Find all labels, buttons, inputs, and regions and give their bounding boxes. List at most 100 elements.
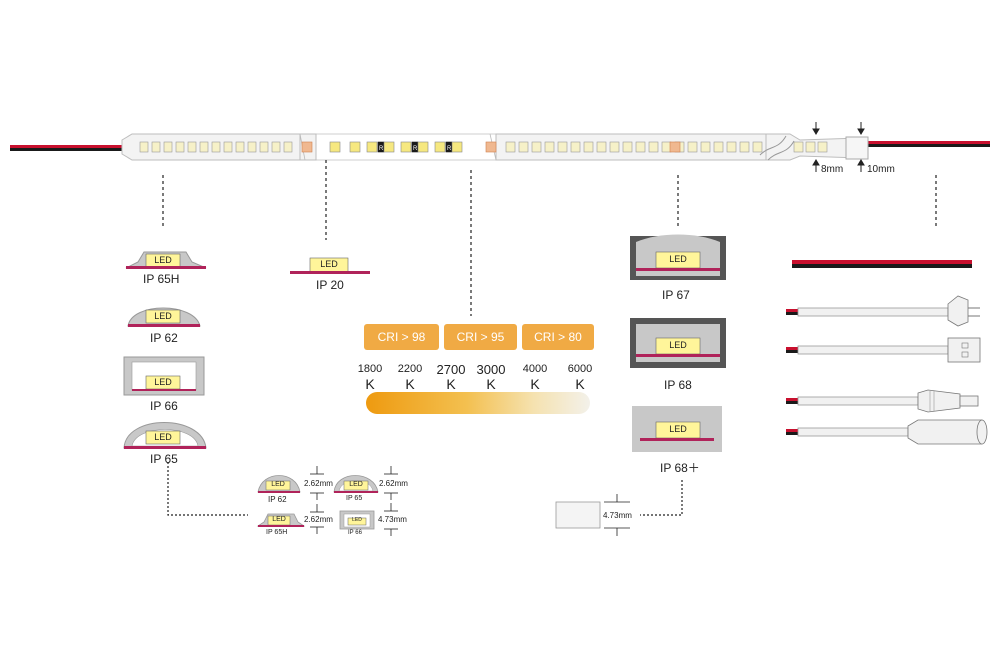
- led-chip: [235, 141, 245, 153]
- led-chip: [247, 141, 257, 153]
- detail-ip62-shape: [257, 466, 324, 500]
- strip-height-dimension: 8mm: [821, 164, 844, 175]
- profile-ip20-label: IP 20: [316, 278, 344, 292]
- detail-ip66-label: IP 66: [348, 530, 362, 536]
- led-chip: [609, 141, 620, 153]
- cri-badge-80: CRI > 80: [522, 324, 594, 350]
- detail-ip65-dimension: 2.62mm: [379, 479, 408, 488]
- led-chip: [726, 141, 737, 153]
- cri-badge-95: CRI > 95: [444, 324, 517, 350]
- profile-ip65-led-text: LED: [154, 432, 172, 442]
- profile-ip66-shape: [123, 356, 205, 396]
- led-chip: [531, 141, 542, 153]
- profile-ip65h-shape: [125, 251, 207, 269]
- led-chip: [163, 141, 173, 153]
- detail-ip62-label: IP 62: [268, 495, 287, 504]
- option-bare-wires: [792, 260, 972, 268]
- detail-ip65-led-text: LED: [349, 481, 363, 488]
- profile-ip62-shape: [127, 307, 201, 327]
- led-chip: [223, 141, 233, 153]
- led-chip: [648, 141, 659, 153]
- led-chip: [485, 141, 497, 153]
- cri-badge-98: CRI > 98: [364, 324, 439, 350]
- profile-ip68plus-led-text: LED: [669, 424, 687, 434]
- profile-ip65-label: IP 65: [150, 452, 178, 466]
- profile-ip68-led-text: LED: [669, 340, 687, 350]
- option-2pin-male-connector: [786, 295, 980, 327]
- led-chip: [713, 141, 724, 153]
- detail-ip65-shape: [333, 466, 398, 500]
- led-chip: [544, 141, 555, 153]
- led-chip: [622, 141, 633, 153]
- profile-ip20-led-text: LED: [320, 259, 338, 269]
- led-chip: [417, 141, 429, 153]
- detail-ip65-label: IP 65: [346, 495, 363, 502]
- detail-ip65h-label: IP 65H: [266, 529, 288, 536]
- led-chip: [271, 141, 281, 153]
- resistor-marker: R: [447, 146, 452, 152]
- strip-width-dimension: 10mm: [867, 164, 895, 175]
- profile-ip20-shape: [290, 257, 370, 274]
- detail-ip66-led-text: LED: [352, 517, 362, 523]
- resistor-marker: R: [379, 146, 384, 152]
- led-chip: [805, 141, 816, 153]
- profile-ip66-label: IP 66: [150, 399, 178, 413]
- dotted-connectors: [167, 462, 683, 516]
- led-chip: [151, 141, 161, 153]
- led-chip: [349, 141, 361, 153]
- detail-ip66-shape: [339, 503, 398, 536]
- led-chip: [187, 141, 197, 153]
- led-chip: [383, 141, 395, 153]
- led-chip: [596, 141, 607, 153]
- led-chip: [793, 141, 804, 153]
- dashed-connectors: [162, 160, 937, 316]
- profile-ip62-led-text: LED: [154, 311, 172, 321]
- strip-dimension-marks: [812, 122, 865, 172]
- led-chip: [505, 141, 516, 153]
- profile-ip65h-label: IP 65H: [143, 272, 180, 286]
- led-chip: [687, 141, 698, 153]
- profile-ip65-shape: [123, 422, 207, 449]
- led-chip: [283, 141, 293, 153]
- profile-ip67-shape: [630, 234, 726, 280]
- option-dc-female-jack: [786, 419, 988, 445]
- profile-ip68-shape: [630, 318, 726, 368]
- led-chip: [817, 141, 828, 153]
- led-chip: [700, 141, 711, 153]
- resistor-marker: R: [413, 146, 418, 152]
- led-chip: [199, 141, 209, 153]
- detail-ip68plus-shape: [555, 494, 630, 536]
- led-chip: [259, 141, 269, 153]
- led-chip: [434, 141, 446, 153]
- led-chip: [739, 141, 750, 153]
- led-chip: [661, 141, 672, 153]
- profile-ip67-led-text: LED: [669, 254, 687, 264]
- led-chip: [301, 141, 313, 153]
- profile-ip68plus-shape: [632, 406, 722, 452]
- profile-ip62-label: IP 62: [150, 331, 178, 345]
- profile-ip68-label: IP 68: [664, 378, 692, 392]
- profile-ip68plus-label: IP 68＋: [660, 461, 700, 475]
- detail-ip66-dimension: 4.73mm: [378, 515, 407, 524]
- led-chip: [329, 141, 341, 153]
- profile-ip66-led-text: LED: [154, 377, 172, 387]
- led-chip: [400, 141, 412, 153]
- detail-ip62-dimension: 2.62mm: [304, 479, 333, 488]
- led-chip: [570, 141, 581, 153]
- cct-gradient-bar: [366, 392, 590, 414]
- led-chip: [451, 141, 463, 153]
- led-chip: [366, 141, 378, 153]
- left-wires: [10, 145, 122, 151]
- led-chip: [583, 141, 594, 153]
- led-chip: [557, 141, 568, 153]
- detail-ip65h-led-text: LED: [272, 516, 286, 523]
- led-chip: [518, 141, 529, 153]
